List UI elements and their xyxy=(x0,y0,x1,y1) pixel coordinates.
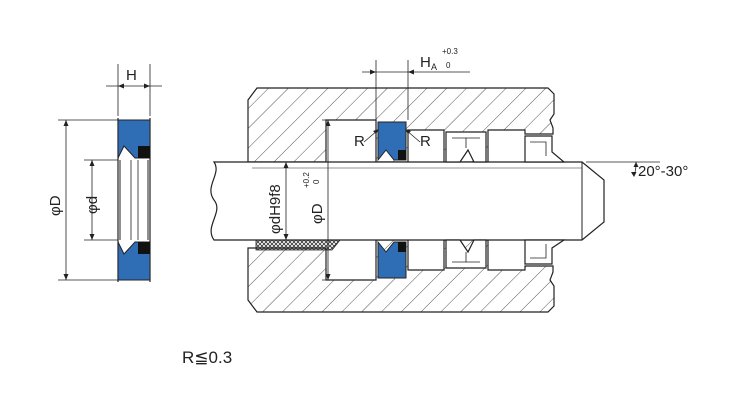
inner-diameter-label: φd xyxy=(84,196,101,214)
end-cap-top xyxy=(524,135,566,163)
radius-label-right: R xyxy=(420,133,431,150)
groove-width-label: H xyxy=(420,54,431,71)
installation-view: H A +0.3 0 R R φdH9f8 φD +0.2 0 20°-30° xyxy=(210,47,688,313)
bore-diameter-label: φD xyxy=(309,203,326,224)
groove-width-tol-upper: +0.3 xyxy=(442,47,458,56)
bore-tol-lower: 0 xyxy=(312,179,321,184)
u-seal-bottom-backup xyxy=(398,242,406,252)
end-cap-bottom xyxy=(524,239,566,265)
seal-section-view: H φD φd xyxy=(47,64,162,282)
rod-knurl-band xyxy=(255,239,341,251)
h-dimension-label: H xyxy=(126,67,137,84)
backup-ring-bottom xyxy=(138,242,150,254)
backup-ring-top xyxy=(138,146,150,158)
outer-diameter-label: φD xyxy=(47,195,64,216)
rod-diameter-label: φdH9f8 xyxy=(267,184,284,234)
groove-width-tol-lower: 0 xyxy=(446,61,451,70)
u-seal-top-backup xyxy=(398,150,406,160)
piston-rod xyxy=(210,161,605,241)
radius-label-left: R xyxy=(354,133,365,150)
groove-width-subscript: A xyxy=(431,62,437,72)
radius-note: R≦0.3 xyxy=(182,348,232,367)
chamfer-angle-label: 20°-30° xyxy=(638,163,688,180)
bore-tol-upper: +0.2 xyxy=(302,172,311,188)
